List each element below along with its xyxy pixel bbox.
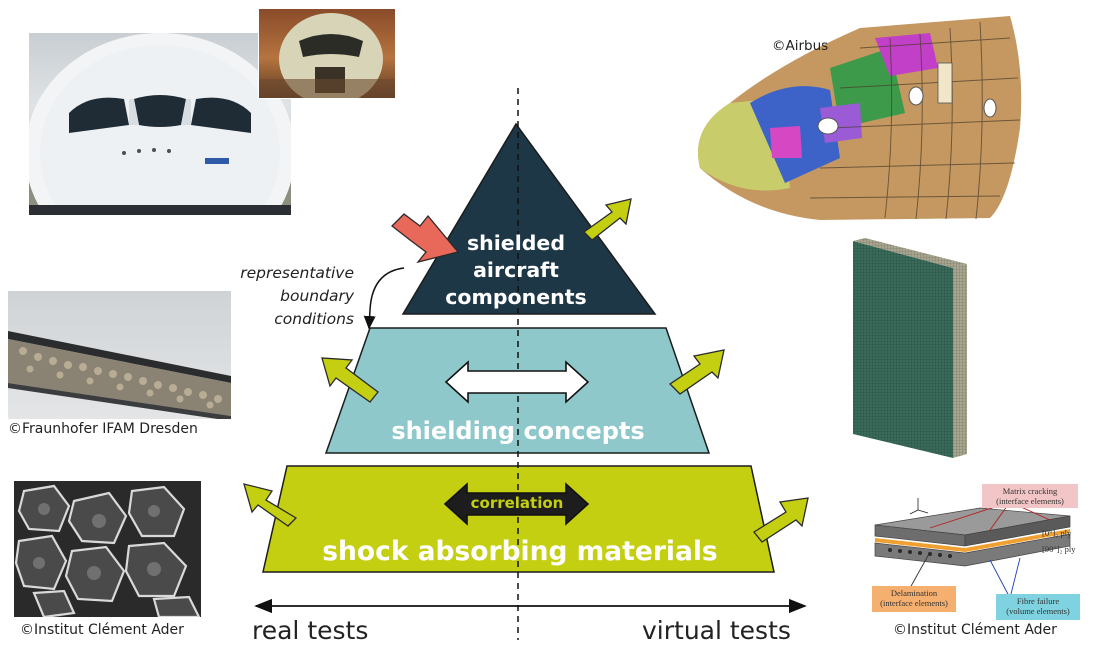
matrix-cracking-line2: (interface elements) <box>996 496 1064 506</box>
boundary-line1: representative <box>240 264 354 282</box>
foam-micrograph <box>14 481 201 617</box>
output-arrow-bottom-right <box>753 497 809 543</box>
ica-right-credit: ©Institut Clément Ader <box>893 622 1057 638</box>
matrix-cracking-label: Matrix cracking (interface elements) <box>982 484 1078 508</box>
sandwich-panel-photo: ©Fraunhofer IFAM Dresden <box>8 291 231 439</box>
boundary-conditions-note: representative boundary conditions <box>196 262 354 331</box>
aircraft-nose-photo <box>29 33 291 215</box>
fibre-failure-label: Fibre failure (volume elements) <box>996 594 1080 620</box>
delamination-label: Delamination (interface elements) <box>872 586 956 612</box>
delamination-line1: Delamination <box>890 588 938 598</box>
correlation-label-bottom: correlation <box>470 494 564 512</box>
fibre-failure-line2: (volume elements) <box>1006 606 1070 616</box>
virtual-tests-label: virtual tests <box>642 616 791 645</box>
delamination-line2: (interface elements) <box>880 598 948 608</box>
middle-tier-label: shielding concepts <box>391 417 645 445</box>
airbus-credit: ©Airbus <box>772 38 829 54</box>
boundary-line3: conditions <box>274 310 354 328</box>
laminate-model: Matrix cracking (interface elements) [0°… <box>870 480 1094 620</box>
tier-top <box>401 122 657 315</box>
correlation-arrow-middle <box>444 360 590 404</box>
real-tests-label: real tests <box>252 616 369 645</box>
output-arrow-bottom-left <box>243 483 298 527</box>
fraunhofer-credit: ©Fraunhofer IFAM Dresden <box>8 421 198 437</box>
boundary-curved-arrow <box>363 267 405 330</box>
correlation-label-middle: correlation <box>471 372 565 390</box>
correlation-arrow-bottom <box>443 482 590 526</box>
fe-block-model <box>845 236 975 461</box>
top-tier-line3: components <box>445 285 587 309</box>
airbus-fe-model: ©Airbus <box>690 8 1026 223</box>
cockpit-section-photo <box>258 8 396 99</box>
top-tier-line1: shielded <box>466 231 565 255</box>
ply-top-label: [0°]₂ ply <box>1042 528 1072 538</box>
output-arrow-middle-right <box>668 349 725 395</box>
ica-left-credit: ©Institut Clément Ader <box>20 622 184 638</box>
fibre-failure-line1: Fibre failure <box>1016 596 1060 606</box>
output-arrow-top-right <box>582 198 632 241</box>
output-arrow-middle-left <box>321 357 379 403</box>
top-tier-line2: aircraft <box>473 258 559 282</box>
impact-arrow <box>391 213 460 264</box>
bottom-tier-label: shock absorbing materials <box>322 536 718 567</box>
boundary-line2: boundary <box>280 287 354 305</box>
top-tier-label: shielded aircraft components <box>432 230 600 311</box>
ply-bottom-label: [90°]₂ ply <box>1042 544 1076 554</box>
matrix-cracking-line1: Matrix cracking <box>1002 486 1058 496</box>
